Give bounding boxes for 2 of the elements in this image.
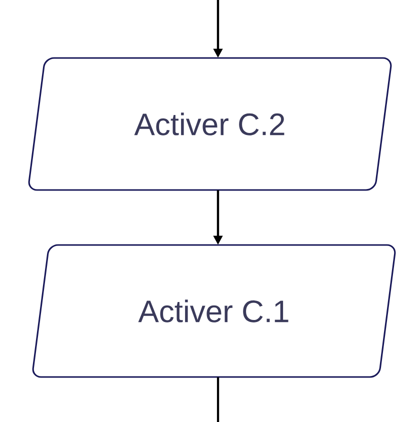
process-parallelogram: Activer C.2 xyxy=(28,57,392,191)
process-parallelogram: Activer C.1 xyxy=(32,244,396,378)
